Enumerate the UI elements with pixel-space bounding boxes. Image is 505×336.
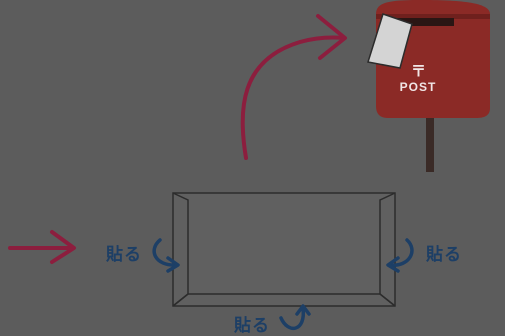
paste-label-right: 貼る	[426, 245, 462, 265]
mailbox-label: POST	[399, 80, 437, 94]
mailbox-icon	[367, 0, 490, 172]
paste-label-bottom: 貼る	[234, 316, 270, 336]
curved-up-arrow-icon	[240, 14, 347, 160]
right-arrow-icon	[8, 230, 76, 264]
fold-arrow-icon	[386, 238, 414, 273]
fold-arrow-icon	[279, 304, 311, 330]
post-mark-icon: 〒	[411, 62, 427, 80]
paste-label-left: 貼る	[106, 245, 142, 265]
envelope-icon	[172, 192, 396, 307]
fold-arrow-icon	[152, 238, 180, 273]
